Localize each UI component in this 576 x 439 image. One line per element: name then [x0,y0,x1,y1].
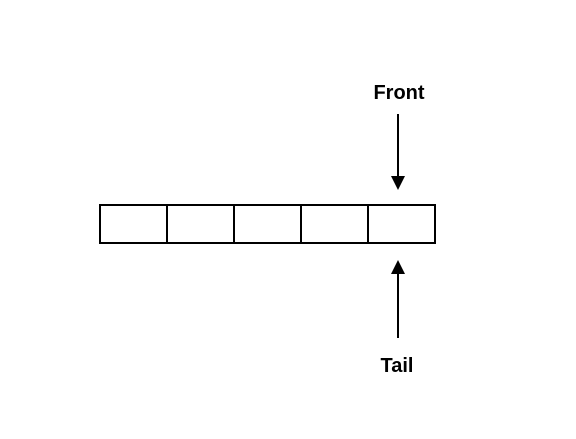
tail-arrowhead [391,260,405,274]
front-arrow [391,114,405,190]
queue-cell-5 [367,204,436,244]
queue-cell-2 [166,204,235,244]
front-label: Front [373,82,424,104]
queue-cell-4 [300,204,369,244]
tail-arrow [391,260,405,338]
queue-cell-1 [99,204,168,244]
queue-cell-3 [233,204,302,244]
tail-label: Tail [381,355,414,377]
queue-cells [99,204,436,244]
front-arrowhead [391,176,405,190]
